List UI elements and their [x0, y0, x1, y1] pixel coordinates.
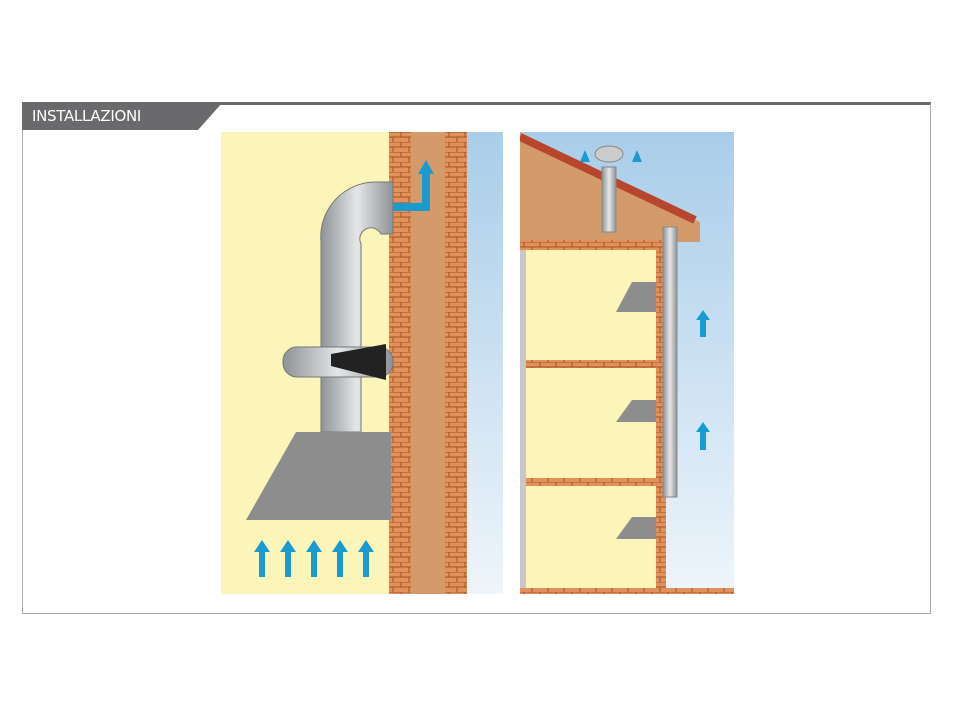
- floors: [520, 250, 734, 594]
- airflow-arrows-icon: [254, 540, 374, 577]
- diagram-wall-hood-installation: [221, 132, 503, 594]
- roof-cowl: [594, 145, 624, 163]
- hoods: [616, 282, 656, 539]
- riser-pipe: [662, 226, 678, 498]
- brick-wall: [445, 132, 467, 594]
- brick-wall: [389, 132, 411, 594]
- airflow-arrows-icon: [580, 150, 710, 450]
- section-title: INSTALLAZIONI: [32, 107, 141, 125]
- exhaust-arrow-icon: [393, 172, 430, 211]
- sky: [467, 132, 503, 594]
- section-banner: INSTALLAZIONI: [22, 103, 222, 130]
- content-frame: [22, 102, 931, 614]
- hood: [246, 432, 391, 520]
- diagram-building-installation: [520, 132, 734, 594]
- wall-bracket: [331, 344, 386, 380]
